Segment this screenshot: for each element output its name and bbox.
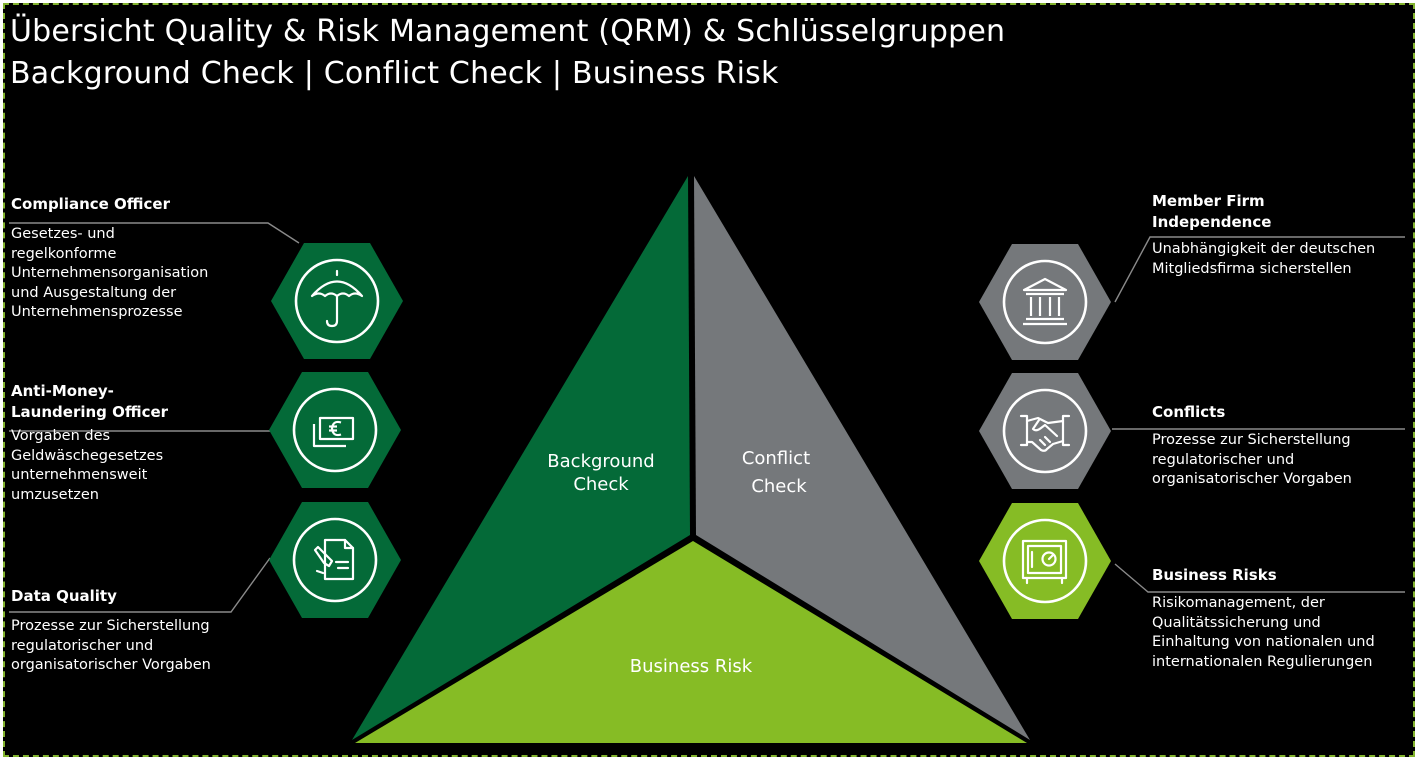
group-text-line: umzusetzen: [11, 486, 99, 503]
group-heading: Business Risks: [1152, 566, 1277, 584]
qrm-diagram: Background Check Conflict Check Business…: [9, 176, 1405, 743]
group-heading: Conflicts: [1152, 403, 1226, 421]
triangle-background-check: [352, 176, 690, 740]
group-text-line: Qualitätssicherung und: [1152, 614, 1321, 631]
group-heading: Compliance Officer: [11, 195, 170, 213]
hex-member-firm: [979, 244, 1111, 360]
group-text-line: Risikomanagement, der: [1152, 595, 1325, 611]
slide-title: Übersicht Quality & Risk Management (QRM…: [10, 14, 1006, 49]
handshake-icon: [1019, 414, 1071, 452]
group-text-line: Unternehmensorganisation: [11, 265, 209, 281]
connector-data-quality: [9, 557, 271, 613]
slide-subtitle: Background Check | Conflict Check | Busi…: [10, 56, 779, 91]
label-conflict-check-2: Check: [751, 476, 807, 497]
label-business-risk: Business Risk: [630, 656, 753, 677]
label-conflict-check-1: Conflict: [742, 448, 810, 469]
group-heading: Member Firm: [1152, 192, 1265, 210]
group-text-line: internationalen Regulierungen: [1152, 653, 1373, 670]
group-text-line: Prozesse zur Sicherstellung: [11, 618, 210, 634]
connector-lines: [9, 222, 1405, 613]
institution-building-icon: [1022, 277, 1068, 326]
group-text-line: Unabhängigkeit der deutschen: [1152, 241, 1376, 257]
hex-aml: [269, 372, 401, 488]
triangle-business-risk: [355, 541, 1027, 743]
group-text-line: Geldwäschegesetzes: [11, 447, 164, 464]
group-text-line: Unternehmensprozesse: [11, 304, 183, 320]
umbrella-icon: [310, 269, 364, 328]
label-background-check-1: Background: [547, 451, 654, 472]
group-text-line: Einhaltung von nationalen und: [1152, 634, 1375, 650]
triangle-conflict-check: [694, 176, 1030, 740]
document-edit-icon: [313, 538, 355, 581]
group-business-risks: Business Risks Risikomanagement, der Qua…: [1152, 565, 1375, 672]
group-compliance-officer: Compliance Officer Gesetzes- und regelko…: [11, 194, 208, 323]
connector-compliance: [9, 222, 300, 244]
group-data-quality: Data Quality Prozesse zur Sicherstellung…: [11, 586, 211, 676]
connector-business-risks: [1114, 563, 1405, 593]
group-text-line: regelkonforme: [11, 245, 117, 262]
group-text-line: unternehmensweit: [11, 467, 148, 483]
group-heading: Independence: [1152, 213, 1272, 231]
group-text-line: und Ausgestaltung der: [11, 284, 177, 301]
group-heading: Laundering Officer: [11, 403, 169, 421]
group-conflicts: Conflicts Prozesse zur Sicherstellung re…: [1152, 402, 1352, 490]
group-member-firm-independence: Member Firm Independence Unabhängigkeit …: [1152, 191, 1375, 279]
slide-frame: Übersicht Quality & Risk Management (QRM…: [3, 3, 1415, 757]
group-text-line: Vorgaben des: [11, 428, 111, 444]
label-background-check-2: Check: [573, 474, 629, 495]
group-heading: Anti-Money-: [11, 382, 114, 400]
group-text-line: organisatorischer Vorgaben: [11, 657, 211, 673]
hex-data-quality: [269, 502, 401, 618]
group-heading: Data Quality: [11, 587, 117, 605]
hex-business-risks: [979, 503, 1111, 619]
group-text-line: Mitgliedsfirma sicherstellen: [1152, 260, 1352, 277]
safe-icon: [1021, 539, 1068, 585]
group-text-line: regulatorischer und: [11, 637, 154, 654]
connector-member-firm: [1114, 236, 1405, 303]
group-aml-officer: Anti-Money- Laundering Officer Vorgaben …: [11, 381, 168, 505]
hex-conflicts: [979, 373, 1111, 489]
group-text-line: Prozesse zur Sicherstellung: [1152, 432, 1351, 448]
group-text-line: Gesetzes- und: [11, 226, 115, 242]
group-text-line: organisatorischer Vorgaben: [1152, 471, 1352, 487]
group-text-line: regulatorischer und: [1152, 451, 1295, 468]
euro-banknote-icon: [312, 416, 355, 448]
hex-compliance: [271, 243, 403, 359]
